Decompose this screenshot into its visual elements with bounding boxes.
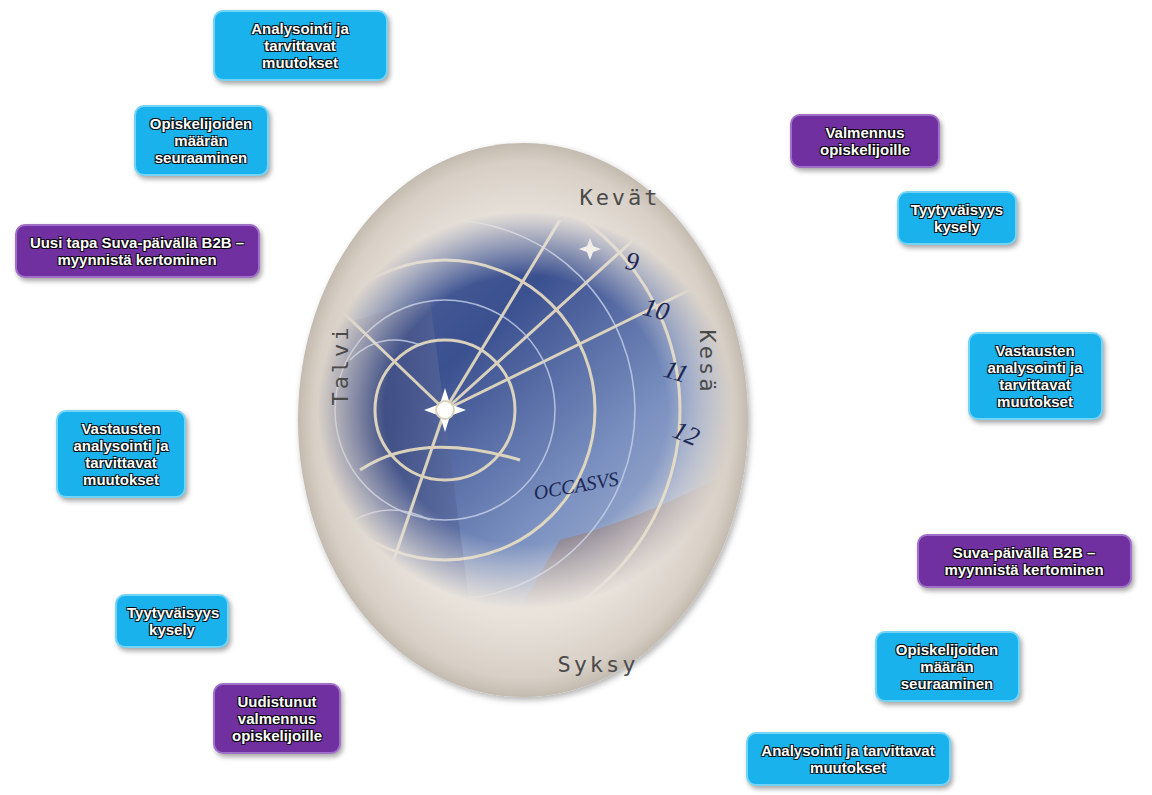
season-slot: Kesä xyxy=(695,330,720,395)
season-label: Syksy xyxy=(557,652,638,677)
season-label: Talvi xyxy=(328,324,353,405)
box-text: Vastausten analysointi ja tarvittavat mu… xyxy=(68,420,174,488)
activity-box: Analysointi ja tarvittavat muutokset xyxy=(213,10,388,81)
activity-box: Vastausten analysointi ja tarvittavat mu… xyxy=(56,410,186,498)
season-slot: Syksy xyxy=(557,652,638,677)
activity-box: Vastausten analysointi ja tarvittavat mu… xyxy=(968,332,1103,420)
activity-box: Opiskelijoiden määrän seuraaminen xyxy=(875,631,1020,702)
box-text: Opiskelijoiden määrän seuraaminen xyxy=(146,115,257,166)
activity-box: Tyytyväisyys kysely xyxy=(115,594,229,648)
activity-box: Analysointi ja tarvittavat muutokset xyxy=(746,732,951,786)
activity-box: Valmennus opiskelijoille xyxy=(790,114,940,168)
box-text: Valmennus opiskelijoille xyxy=(802,124,928,158)
activity-box: Uudistunut valmennus opiskelijoille xyxy=(213,683,341,754)
activity-box: Tyytyväisyys kysely xyxy=(897,191,1017,245)
season-label: Kevät xyxy=(579,185,660,210)
box-text: Vastausten analysointi ja tarvittavat mu… xyxy=(980,342,1091,410)
season-slot: Kevät xyxy=(579,185,660,210)
activity-box: Opiskelijoiden määrän seuraaminen xyxy=(134,105,269,176)
box-text: Uudistunut valmennus opiskelijoille xyxy=(225,693,329,744)
season-label: Kesä xyxy=(695,330,720,395)
season-slot: Talvi xyxy=(328,324,353,405)
box-text: Uusi tapa Suva-päivällä B2B –myynnistä k… xyxy=(27,234,248,268)
activity-box: Suva-päivällä B2B –myynnistä kertominen xyxy=(917,534,1132,588)
box-text: Tyytyväisyys kysely xyxy=(909,201,1005,235)
box-text: Analysointi ja tarvittavat muutokset xyxy=(758,742,939,776)
wheel-disc xyxy=(298,143,748,697)
box-text: Suva-päivällä B2B –myynnistä kertominen xyxy=(929,544,1120,578)
box-text: Tyytyväisyys kysely xyxy=(127,604,217,638)
activity-box: Uusi tapa Suva-päivällä B2B –myynnistä k… xyxy=(15,224,260,278)
box-text: Opiskelijoiden määrän seuraaminen xyxy=(887,641,1008,692)
box-text: Analysointi ja tarvittavat muutokset xyxy=(225,20,376,71)
